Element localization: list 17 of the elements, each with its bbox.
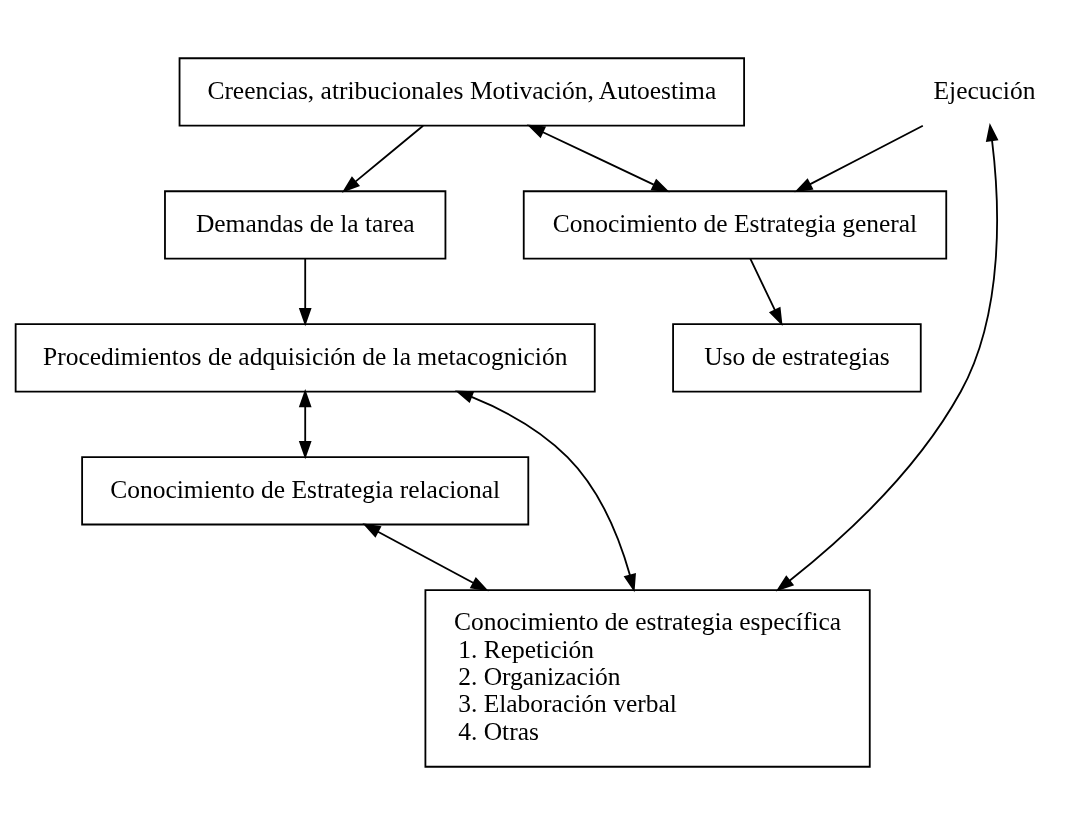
node-box: Conocimiento de Estrategia general — [522, 189, 948, 260]
node-box: Uso de estrategias — [672, 322, 922, 392]
arrow — [298, 388, 312, 459]
node-box: Demandas de la tarea — [164, 189, 447, 260]
arrow — [526, 124, 670, 192]
node-text: Ejecución — [933, 75, 1036, 105]
arrow — [298, 257, 312, 326]
arrow — [749, 257, 783, 326]
node-box: Creencias, atribucionales Motivación, Autoestima — [178, 56, 745, 127]
arrow — [454, 390, 636, 592]
arrow — [775, 122, 999, 592]
node-box: Conocimiento de estrategia específica 1. Repetición 2. Organización 3. Elaboración verbal 4. Otras — [424, 588, 871, 768]
node-box: Procedimientos de adquisición de la metacognición — [14, 322, 596, 392]
node-box: Conocimiento de Estrategia relacional — [81, 455, 530, 525]
arrow — [341, 124, 425, 193]
arrow — [362, 522, 489, 591]
arrow — [794, 124, 924, 192]
